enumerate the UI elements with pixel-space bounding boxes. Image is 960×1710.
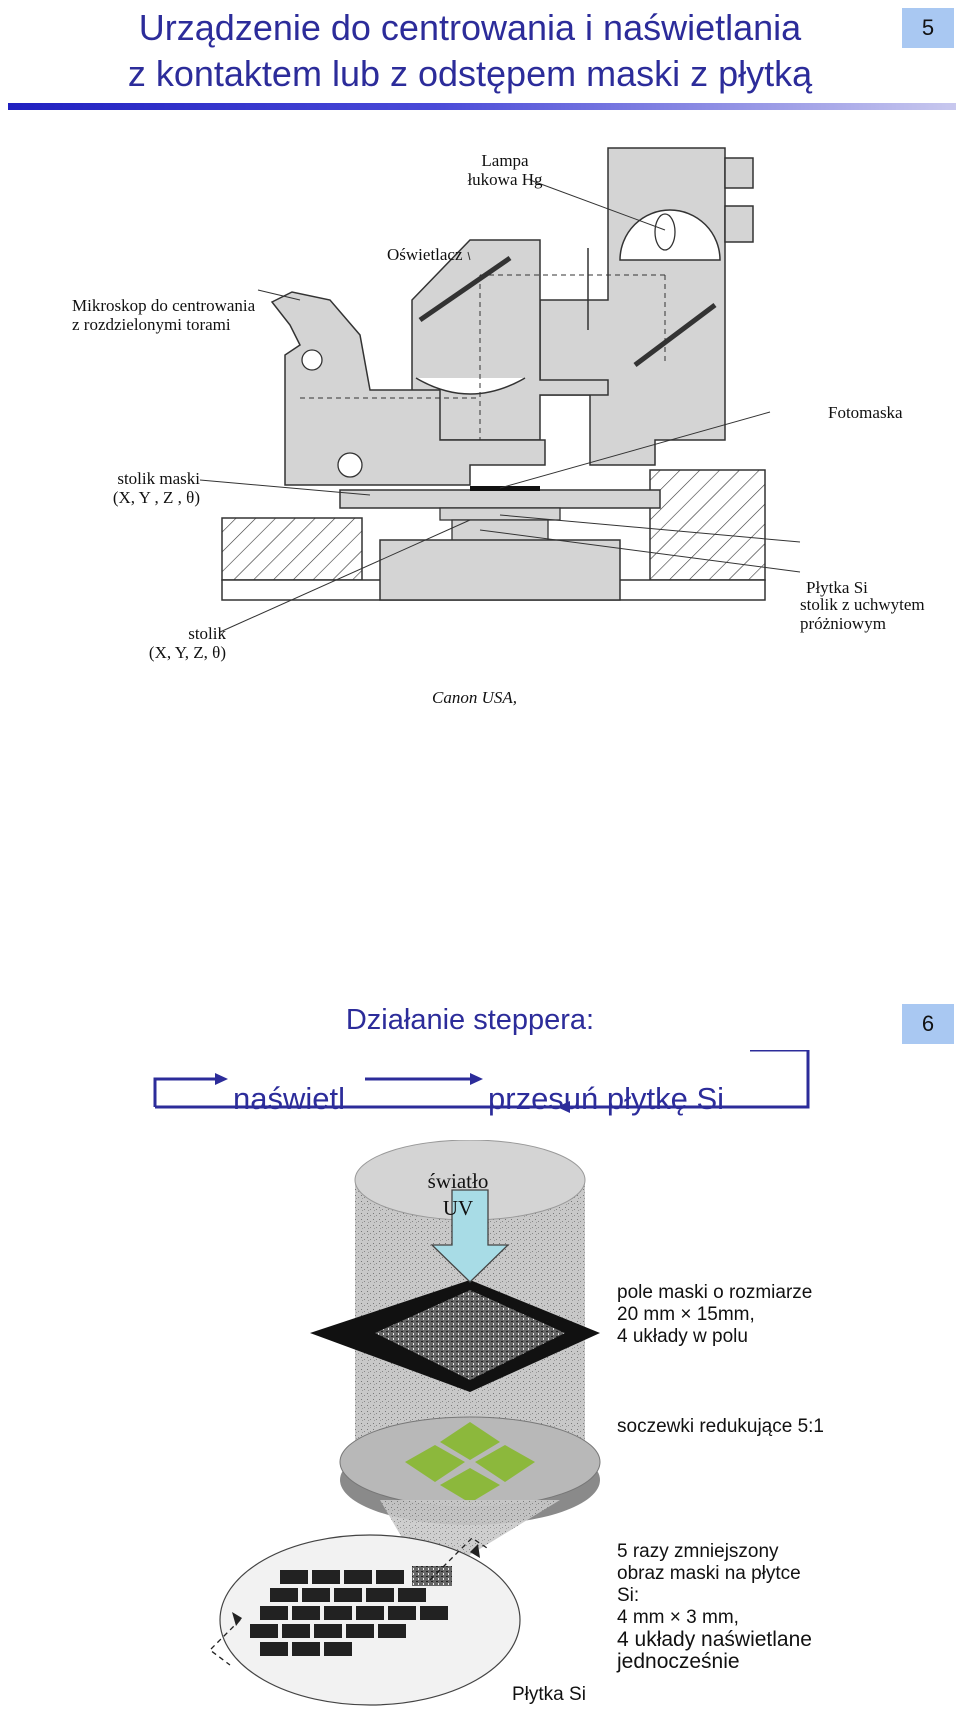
label-lamp-line2: łukowa Hg bbox=[467, 170, 543, 189]
base-right-block bbox=[649, 469, 766, 581]
image-line3: Si: bbox=[617, 1585, 640, 1606]
photomask-plate bbox=[470, 486, 540, 491]
title-underline bbox=[8, 103, 956, 110]
image-description: 5 razy zmniejszony obraz maski na płytce… bbox=[617, 1541, 812, 1673]
label-stage-line2: (X, Y, Z, θ) bbox=[148, 643, 226, 662]
uv-arrow-icon bbox=[430, 1189, 510, 1283]
label-illuminator: Oświetlacz bbox=[387, 245, 463, 264]
lamp-housing bbox=[539, 147, 726, 466]
label-stage-line1: stolik bbox=[188, 624, 226, 643]
label-microscope-line2: z rozdzielonymi torami bbox=[72, 315, 231, 334]
label-vacuum-line2: próżniowym bbox=[800, 614, 886, 633]
exposed-dies bbox=[250, 1570, 448, 1656]
uv-light-label: światło UV bbox=[423, 1168, 493, 1222]
mask-field bbox=[375, 1290, 565, 1380]
cycle-move-wafer: przesuń płytkę Si bbox=[488, 1081, 725, 1116]
cycle-arrows bbox=[153, 1050, 810, 1113]
image-credit: Canon USA, bbox=[432, 688, 517, 707]
hg-arc-lamp bbox=[654, 213, 676, 251]
wafer-stage bbox=[379, 539, 621, 601]
vacuum-chuck bbox=[451, 519, 549, 543]
cycle-expose: naświetl bbox=[233, 1081, 345, 1116]
page-number-badge-2: 6 bbox=[902, 1004, 954, 1044]
die-bottom bbox=[440, 1468, 500, 1503]
label-stage: stolik (X, Y, Z, θ) bbox=[110, 624, 226, 662]
mask-field-line1: pole maski o rozmiarze bbox=[617, 1282, 813, 1303]
base-left-block bbox=[221, 517, 363, 581]
slide-title: Działanie steppera: bbox=[345, 1004, 595, 1036]
label-vacuum-chuck: stolik z uchwytem próżniowym bbox=[800, 595, 925, 633]
mask-field-description: pole maski o rozmiarze 20 mm × 15mm, 4 u… bbox=[617, 1282, 812, 1348]
label-mask-stage: stolik maski (X, Y , Z , θ) bbox=[100, 469, 200, 507]
label-microscope: Mikroskop do centrowania z rozdzielonymi… bbox=[72, 296, 255, 334]
die-right bbox=[475, 1445, 535, 1482]
label-lamp-line1: Lampa bbox=[481, 151, 529, 170]
stepper-illustration bbox=[209, 1140, 601, 1706]
uv-light-label-line2: UV bbox=[442, 1196, 474, 1220]
image-line1: 5 razy zmniejszony bbox=[617, 1541, 779, 1562]
page-number-badge: 5 bbox=[902, 8, 954, 48]
label-mask-stage-line1: stolik maski bbox=[117, 469, 200, 488]
mask-stage bbox=[339, 489, 661, 509]
mask-field-line2: 20 mm × 15mm, bbox=[617, 1304, 755, 1325]
slide-title-line1: Urządzenie do centrowania i naświetlania bbox=[138, 7, 802, 48]
image-line6: jednocześnie bbox=[617, 1650, 740, 1673]
die-top bbox=[440, 1422, 500, 1460]
die-left bbox=[405, 1445, 465, 1482]
uv-light-label-line1: światło bbox=[427, 1169, 489, 1193]
wafer-label: Płytka Si bbox=[512, 1684, 586, 1705]
label-mask-stage-line2: (X, Y , Z , θ) bbox=[112, 488, 200, 507]
mask-field-line3: 4 układy w polu bbox=[617, 1326, 748, 1347]
slide-title-line2: z kontaktem lub z odstępem maski z płytk… bbox=[127, 53, 813, 94]
label-photomask: Fotomaska bbox=[828, 403, 903, 422]
label-wafer-top-line1: Płytka Si bbox=[806, 578, 868, 597]
label-vacuum-line1: stolik z uchwytem bbox=[800, 595, 925, 614]
image-line2: obraz maski na płytce bbox=[617, 1563, 801, 1584]
mask-aligner-diagram bbox=[199, 147, 801, 633]
image-line5: 4 układy naświetlane bbox=[617, 1628, 812, 1651]
label-microscope-line1: Mikroskop do centrowania bbox=[72, 296, 256, 315]
label-lamp: Lampa łukowa Hg bbox=[450, 151, 560, 189]
lens-description: soczewki redukujące 5:1 bbox=[617, 1416, 824, 1437]
image-line4: 4 mm × 3 mm, bbox=[617, 1607, 739, 1628]
label-wafer-top: Płytka Si bbox=[806, 578, 868, 597]
alignment-microscope bbox=[270, 291, 546, 486]
